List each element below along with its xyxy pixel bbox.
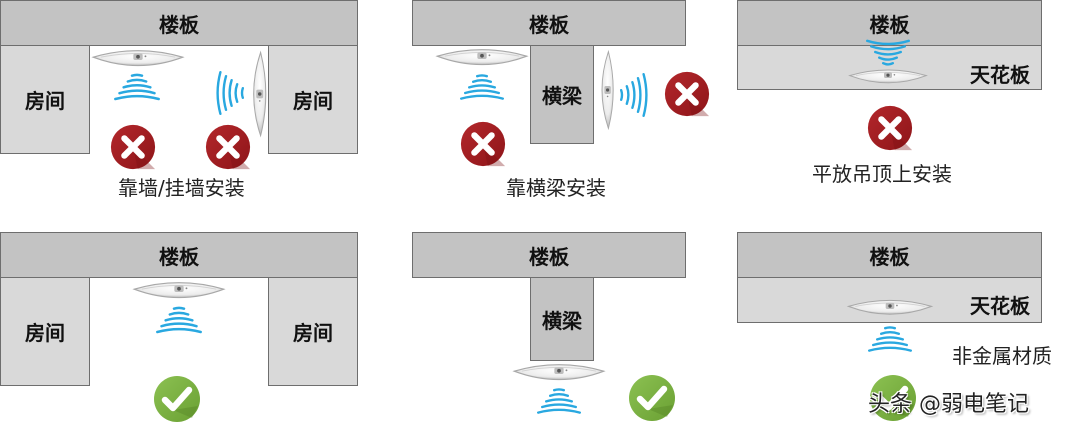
beam: 横梁 (530, 277, 594, 361)
floor-slab: 楼板 (0, 0, 358, 46)
check-circle-icon (627, 373, 677, 423)
room-right: 房间 (268, 277, 358, 386)
wifi-signal-icon (458, 72, 506, 106)
wifi-signal-icon (154, 305, 204, 339)
wifi-signal-icon (112, 72, 162, 106)
beam: 横梁 (530, 45, 594, 144)
floor-slab: 楼板 (737, 0, 1042, 46)
ceiling-label: 天花板 (970, 294, 1030, 318)
wifi-signal-icon (618, 70, 650, 120)
access-point-icon (508, 360, 610, 388)
panel-caption: 靠横梁安装 (506, 176, 606, 200)
x-circle-icon (663, 70, 711, 118)
panel-caption: 靠墙/挂墙安装 (118, 176, 245, 200)
wifi-signal-icon (866, 324, 914, 358)
access-point-icon (128, 278, 230, 306)
ceiling-label: 天花板 (970, 63, 1030, 87)
panel-caption: 平放吊顶上安装 (812, 162, 952, 186)
x-circle-icon (204, 123, 252, 171)
access-point-icon (838, 66, 938, 90)
access-point-icon (594, 46, 618, 134)
wifi-signal-icon (863, 36, 913, 68)
room-left: 房间 (0, 45, 90, 154)
floor-slab: 楼板 (412, 232, 686, 278)
x-circle-icon (866, 104, 914, 152)
floor-slab: 楼板 (737, 232, 1042, 278)
material-note: 非金属材质 (952, 344, 1052, 368)
wifi-signal-icon (535, 386, 583, 420)
room-right: 房间 (268, 45, 358, 154)
access-point-icon (840, 296, 940, 322)
wifi-signal-icon (214, 68, 246, 118)
access-point-icon (434, 45, 530, 73)
watermark: 头条 @弱电笔记 (868, 392, 1029, 417)
check-circle-icon (152, 374, 202, 424)
x-circle-icon (109, 123, 157, 171)
access-point-icon (88, 46, 188, 74)
x-circle-icon (459, 120, 507, 168)
floor-slab: 楼板 (0, 232, 358, 278)
floor-slab: 楼板 (412, 0, 686, 46)
room-left: 房间 (0, 277, 90, 386)
